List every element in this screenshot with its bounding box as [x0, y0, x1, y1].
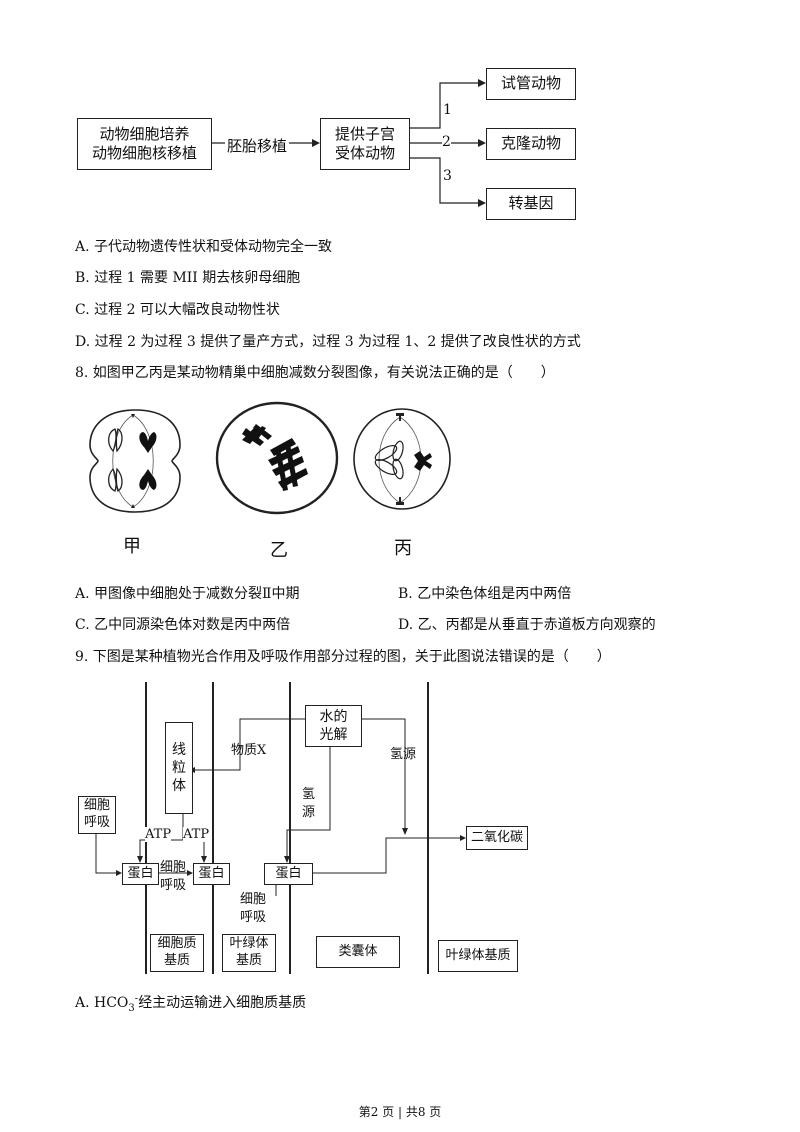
mito-char-3: 体	[172, 778, 186, 795]
cell-yi-figure	[215, 401, 339, 515]
atp-left-label: ATP	[145, 827, 172, 842]
q8-option-d: D. 乙、丙都是从垂直于赤道板方向观察的	[398, 617, 656, 633]
q9-option-a-sub: 3	[128, 1002, 135, 1014]
resp-left-line2: 呼吸	[83, 815, 110, 830]
q8-option-a: A. 甲图像中细胞处于减数分裂Ⅱ中期	[75, 586, 300, 602]
resp-low-line1: 细胞	[240, 892, 267, 907]
mito-char-1: 线	[172, 741, 186, 758]
fig1-source-line2: 动物细胞核移植	[91, 144, 197, 162]
hydrogen-source-right: 氢源	[390, 747, 417, 762]
fig1-receiver-line2: 受体动物	[334, 144, 395, 162]
q7-option-a: A. 子代动物遗传性状和受体动物完全一致	[75, 239, 333, 255]
protein-box-1: 蛋白	[122, 863, 159, 885]
fig1-branch-num-1: 1	[443, 102, 452, 118]
fig1-mid-label: 胚胎移植	[225, 135, 290, 156]
caption-bing: 丙	[394, 538, 412, 559]
q9-stem: 9. 下图是某种植物光合作用及呼吸作用部分过程的图，关于此图说法错误的是（ ）	[75, 649, 611, 665]
region2-line1: 叶绿体	[229, 936, 269, 952]
region-thylakoid-box: 类囊体	[316, 936, 400, 968]
q8-option-b: B. 乙中染色体组是丙中两倍	[398, 586, 572, 602]
q8-option-c: C. 乙中同源染色体对数是丙中两倍	[75, 617, 291, 633]
region2-line2: 基质	[235, 953, 262, 968]
q9-option-a-pre: A. HCO	[75, 995, 129, 1011]
hydrogen-source-mid-2: 源	[302, 805, 316, 820]
water-photolysis-box: 水的 光解	[305, 705, 362, 747]
protein-box-2: 蛋白	[193, 863, 230, 885]
q9-option-a-sup: -	[134, 993, 139, 1005]
cell-bing-figure	[353, 408, 451, 510]
region1-line1: 细胞质	[157, 936, 197, 952]
page-footer: 第2 页 | 共8 页	[358, 1105, 442, 1119]
q8-stem: 8. 如图甲乙丙是某动物精巢中细胞减数分裂图像，有关说法正确的是（ ）	[75, 365, 555, 381]
fig1-receiver-line1: 提供子宫	[334, 124, 395, 143]
fig1-output-box-3: 转基因	[486, 188, 576, 220]
region-cytoplasm-box: 细胞质 基质	[150, 934, 204, 972]
caption-jia: 甲	[123, 536, 141, 557]
resp-left-line1: 细胞	[83, 798, 110, 814]
mitochondria-box: 线 粒 体	[165, 722, 193, 814]
fig1-source-box: 动物细胞培养 动物细胞核移植	[77, 118, 212, 170]
co2-box: 二氧化碳	[466, 826, 528, 850]
region-stroma-box: 叶绿体 基质	[222, 934, 276, 972]
q9-diagram-lines	[95, 682, 466, 974]
fig1-source-line1: 动物细胞培养	[99, 124, 190, 143]
water-line2: 光解	[319, 727, 348, 743]
resp-mid-line1: 细胞	[160, 860, 187, 875]
region-chloroplast-stroma-box: 叶绿体基质	[438, 940, 518, 972]
fig1-branch-num-2: 2	[442, 134, 451, 150]
atp-right-label: ATP	[183, 827, 210, 842]
fig1-output-box-2: 克隆动物	[486, 128, 576, 160]
q7-option-b: B. 过程 1 需要 MII 期去核卵母细胞	[75, 270, 301, 286]
q7-option-d: D. 过程 2 为过程 3 提供了量产方式，过程 3 为过程 1、2 提供了改良…	[75, 334, 581, 350]
substance-x-label: 物质X	[231, 743, 267, 758]
q9-option-a: A. HCO3-经主动运输进入细胞质基质	[75, 992, 307, 1014]
caption-yi: 乙	[270, 540, 288, 561]
fig1-receiver-box: 提供子宫 受体动物	[320, 118, 410, 170]
protein-box-3: 蛋白	[264, 863, 313, 885]
resp-mid-line2: 呼吸	[160, 878, 187, 893]
mito-char-2: 粒	[172, 759, 186, 776]
region1-line2: 基质	[163, 953, 190, 968]
water-line1: 水的	[319, 708, 348, 725]
fig1-output-box-1: 试管动物	[486, 68, 576, 100]
q7-option-c: C. 过程 2 可以大幅改良动物性状	[75, 302, 280, 318]
cell-jia-figure	[89, 409, 181, 513]
fig1-branch-num-3: 3	[443, 168, 452, 184]
cell-respiration-left-box: 细胞 呼吸	[78, 796, 116, 834]
q9-option-a-post: 经主动运输进入细胞质基质	[138, 995, 307, 1011]
resp-low-line2: 呼吸	[240, 910, 267, 925]
hydrogen-source-mid-1: 氢	[302, 787, 316, 802]
